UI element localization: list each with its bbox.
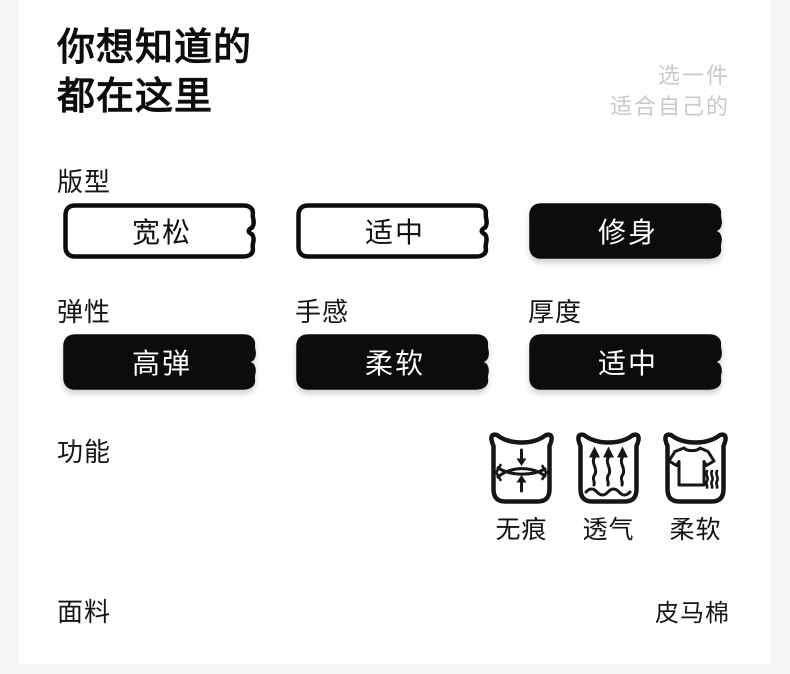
wavy-chip-shape — [529, 334, 722, 390]
feel-value-chip[interactable]: 柔软 — [295, 333, 495, 391]
feature-label: 无痕 — [495, 516, 548, 544]
fit-option-slim-selected[interactable]: 修身 — [528, 202, 728, 260]
chip-label: 适中 — [597, 348, 658, 379]
wavy-chip-shape — [296, 203, 489, 259]
feature-seamless: 无痕 — [486, 429, 557, 546]
fit-option-regular[interactable]: 适中 — [295, 202, 495, 260]
wavy-chip-shape — [529, 203, 722, 259]
chip-label: 宽松 — [131, 217, 192, 248]
thickness-section-label: 厚度 — [528, 297, 583, 327]
page-title-line2: 都在这里 — [57, 76, 214, 118]
chip-label: 修身 — [597, 217, 658, 248]
tagline: 选一件适合自己的 — [610, 60, 730, 122]
thickness-value-chip[interactable]: 适中 — [528, 333, 728, 391]
tagline-line2: 适合自己的 — [609, 94, 730, 119]
fabric-value: 皮马棉 — [655, 600, 730, 627]
wavy-chip-shape — [296, 334, 489, 390]
wavy-chip-shape — [63, 334, 256, 390]
chip-label: 柔软 — [364, 348, 425, 379]
feature-breathable: 透气 — [573, 429, 644, 546]
fit-section-label: 版型 — [57, 167, 112, 197]
page-title-line1: 你想知道的 — [57, 27, 253, 69]
elasticity-value-chip[interactable]: 高弹 — [62, 333, 262, 391]
feature-label: 透气 — [582, 516, 635, 544]
seamless-icon — [489, 432, 554, 504]
wavy-chip-shape — [63, 203, 256, 259]
feature-label: 柔软 — [669, 516, 722, 544]
fabric-section-label: 面料 — [57, 597, 112, 627]
page-title: 你想知道的都在这里 — [57, 24, 252, 122]
fit-option-loose[interactable]: 宽松 — [62, 202, 262, 260]
chip-label: 高弹 — [131, 348, 192, 379]
function-section-label: 功能 — [57, 437, 112, 467]
feel-section-label: 手感 — [295, 297, 350, 327]
elasticity-section-label: 弹性 — [57, 297, 112, 327]
chip-label: 适中 — [364, 217, 425, 248]
feature-soft: 柔软 — [660, 429, 731, 546]
product-info-card — [19, 0, 770, 664]
breathable-icon — [576, 432, 641, 504]
soft-icon — [663, 432, 728, 504]
tagline-line1: 选一件 — [657, 63, 730, 88]
